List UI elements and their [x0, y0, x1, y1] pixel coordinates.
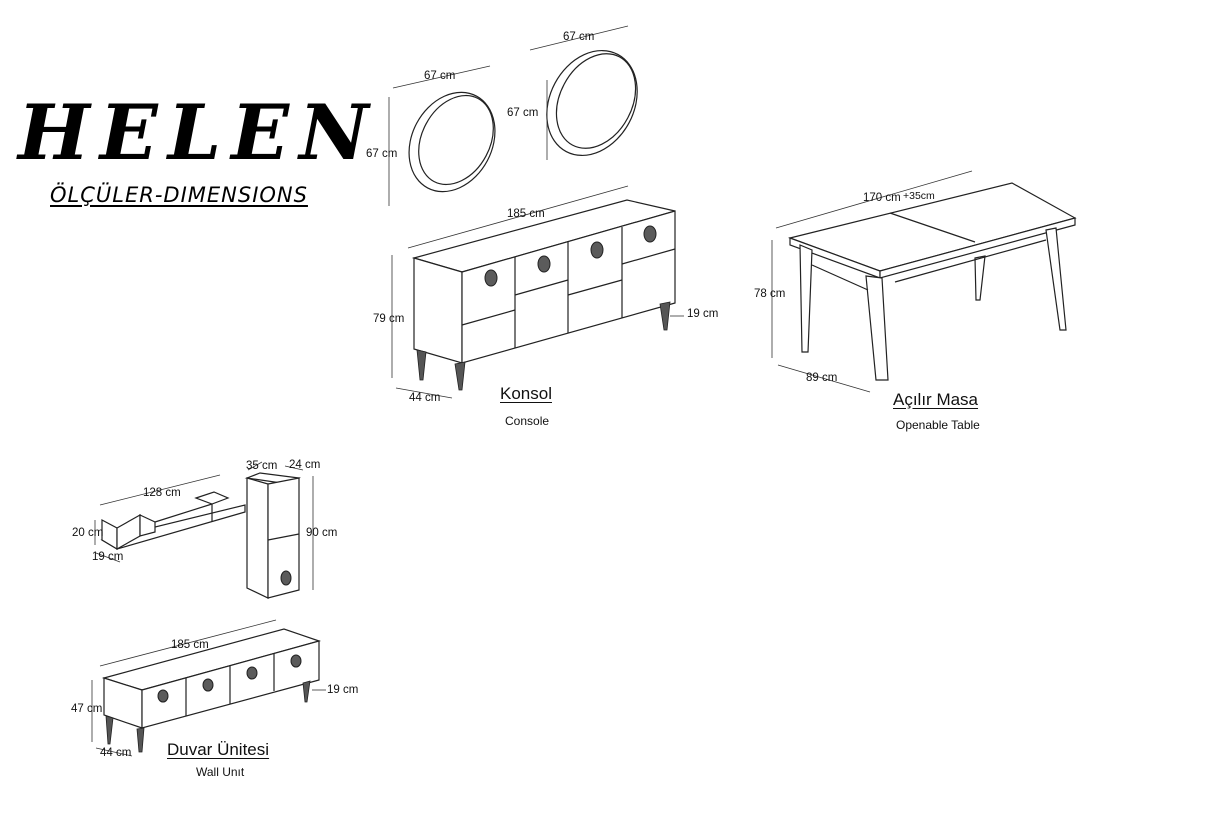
mirror-left-drawing — [388, 65, 496, 206]
tv-unit-depth: 44 cm — [100, 747, 132, 759]
console-width: 185 cm — [507, 208, 545, 220]
mirror-right-width: 67 cm — [563, 31, 595, 43]
tv-unit-width: 185 cm — [171, 639, 209, 651]
console-depth: 44 cm — [409, 392, 441, 404]
wall-cabinet-width: 35 cm — [246, 460, 278, 472]
wall-cabinet-height: 90 cm — [306, 527, 338, 539]
mirror-right-height: 67 cm — [507, 107, 539, 119]
wall-cabinet-drawing — [244, 461, 314, 599]
wall-shelf-width: 128 cm — [143, 487, 181, 499]
tv-unit-leg: 19 cm — [327, 684, 359, 696]
table-height: 78 cm — [754, 288, 786, 300]
tv-unit-height: 47 cm — [71, 703, 103, 715]
mirror-left-height: 67 cm — [366, 148, 398, 160]
console-name-en: Console — [505, 414, 550, 428]
table-width: 89 cm — [806, 372, 838, 384]
mirror-right-drawing — [529, 25, 638, 160]
tv-unit-name: Duvar Ünitesi — [167, 740, 270, 759]
table-name: Açılır Masa — [893, 390, 979, 409]
wall-cabinet-depth: 24 cm — [289, 459, 321, 471]
brand-title: HELEN — [18, 88, 379, 177]
table-length-extension: +35cm — [903, 190, 935, 202]
wall-shelf-depth: 19 cm — [92, 551, 124, 563]
wall-shelf-drawing — [94, 474, 246, 563]
brand-subtitle: ÖLÇÜLER-DIMENSIONS — [50, 183, 308, 207]
table-drawing — [771, 170, 1077, 393]
console-height: 79 cm — [373, 313, 405, 325]
tv-unit-drawing — [91, 619, 326, 757]
console-drawing — [391, 185, 684, 399]
table-name-en: Openable Table — [896, 418, 980, 432]
console-name: Konsol — [500, 384, 552, 403]
console-leg: 19 cm — [687, 308, 719, 320]
table-length-main: 170 cm — [863, 192, 901, 204]
wall-shelf-height: 20 cm — [72, 527, 104, 539]
tv-unit-name-en: Wall Unıt — [196, 765, 245, 779]
mirror-left-width: 67 cm — [424, 70, 456, 82]
